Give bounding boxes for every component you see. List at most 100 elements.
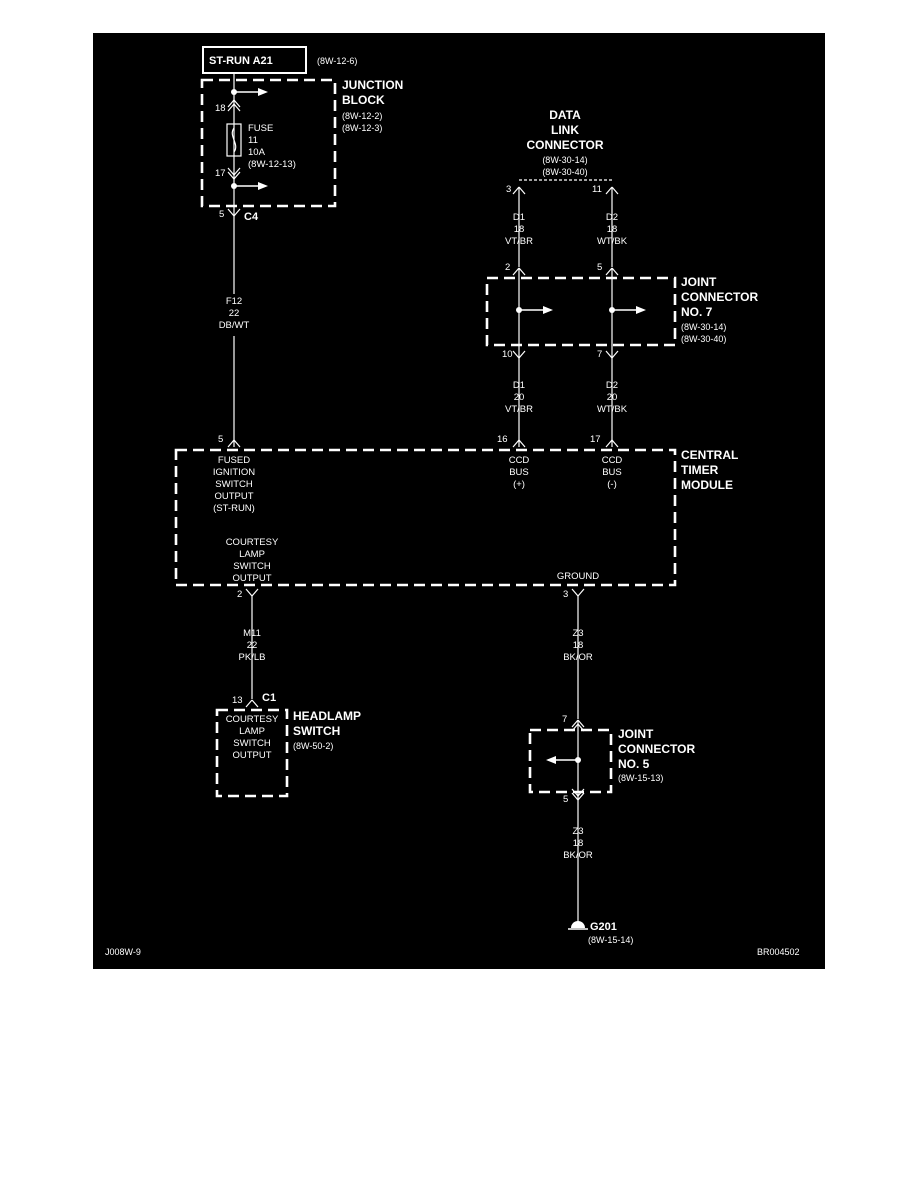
source-label: ST-RUN A21 bbox=[209, 55, 273, 67]
hs-title-1: HEADLAMP bbox=[293, 709, 361, 723]
splice-dot bbox=[231, 183, 237, 189]
jc7-pin-10: 10 bbox=[502, 349, 513, 360]
wire-d2-top-gauge: 18 bbox=[607, 224, 618, 235]
ground-point: G201 (8W-15-14) bbox=[568, 921, 633, 945]
headlamp-switch: 13 C1 COURTESY LAMP SWITCH OUTPUT HEADLA… bbox=[215, 692, 361, 798]
fuse-ref: (8W-12-13) bbox=[248, 159, 296, 170]
fuse-rating: 10A bbox=[248, 147, 266, 158]
wire-z3-bottom-color: BK/OR bbox=[563, 850, 593, 861]
splice-dot bbox=[516, 307, 522, 313]
jc7-pin-7: 7 bbox=[597, 349, 602, 360]
wire-z3-top-gauge: 18 bbox=[573, 640, 584, 651]
splice-dot bbox=[609, 307, 615, 313]
junction-block-ref-2: (8W-12-3) bbox=[342, 123, 382, 133]
jc7-title-1: JOINT bbox=[681, 275, 717, 289]
hs-title-2: SWITCH bbox=[293, 724, 340, 738]
dlc-pin-11: 11 bbox=[592, 184, 602, 195]
ground-label: G201 bbox=[590, 921, 617, 933]
ctm-pin-17: 17 bbox=[590, 434, 601, 445]
ground-icon bbox=[571, 921, 585, 928]
wire-m11-color: PK/LB bbox=[239, 652, 266, 663]
wire-m11-gauge: 22 bbox=[247, 640, 258, 651]
dlc-title-3: CONNECTOR bbox=[526, 138, 603, 152]
ctm-pin-5: 5 bbox=[218, 434, 223, 445]
junction-block-title-1: JUNCTION bbox=[342, 78, 403, 92]
ctm-courtesy-3: SWITCH bbox=[233, 561, 271, 572]
joint-connector-5: 7 5 JOINT CONNECTOR NO. 5 (8W-15-13) bbox=[528, 714, 695, 805]
wire-f12-code: F12 bbox=[226, 296, 242, 307]
wire-d1-top-color: VT/BR bbox=[505, 236, 533, 247]
ctm-ccd-plus-3: (+) bbox=[513, 479, 525, 490]
splice-dot bbox=[231, 89, 237, 95]
dlc-title-1: DATA bbox=[549, 108, 581, 122]
wire-f12-gauge: 22 bbox=[229, 308, 240, 319]
central-timer-module: CENTRAL TIMER MODULE 5 16 17 FUSED IGNIT… bbox=[174, 434, 738, 600]
jc5-title-1: JOINT bbox=[618, 727, 654, 741]
wire-d1-top-gauge: 18 bbox=[514, 224, 525, 235]
wire-d2-top-code: D2 bbox=[606, 212, 618, 223]
wire-m11-code: M11 bbox=[243, 628, 261, 639]
wire-z3-bottom-code: Z3 bbox=[572, 826, 583, 837]
hs-line-4: OUTPUT bbox=[232, 750, 271, 761]
footer-right-code: BR004502 bbox=[757, 947, 800, 957]
hs-line-2: LAMP bbox=[239, 726, 265, 737]
data-link-connector: DATA LINK CONNECTOR (8W-30-14) (8W-30-40… bbox=[506, 108, 619, 195]
ctm-fused-2: IGNITION bbox=[213, 467, 255, 478]
wire-d2-bottom-gauge: 20 bbox=[607, 392, 618, 403]
ctm-courtesy-4: OUTPUT bbox=[232, 573, 271, 584]
junction-block: JUNCTION BLOCK (8W-12-2) (8W-12-3) 18 FU… bbox=[200, 73, 403, 223]
jc5-title-2: CONNECTOR bbox=[618, 742, 695, 756]
hs-line-3: SWITCH bbox=[233, 738, 271, 749]
hs-ref: (8W-50-2) bbox=[293, 741, 333, 751]
wire-z3-bottom-gauge: 18 bbox=[573, 838, 584, 849]
jc7-ref-1: (8W-30-14) bbox=[681, 322, 726, 332]
wire-f12-color: DB/WT bbox=[219, 320, 250, 331]
fuse-icon bbox=[226, 123, 242, 157]
jc7-title-2: CONNECTOR bbox=[681, 290, 758, 304]
wire-d1-bottom-code: D1 bbox=[513, 380, 525, 391]
wire-d1-top-code: D1 bbox=[513, 212, 525, 223]
wire-d2-top-color: WT/BK bbox=[597, 236, 628, 247]
source-ref: (8W-12-6) bbox=[317, 56, 357, 66]
wire-d1-bottom-color: VT/BR bbox=[505, 404, 533, 415]
ctm-fused-4: OUTPUT bbox=[214, 491, 253, 502]
dlc-ref-1: (8W-30-14) bbox=[542, 155, 587, 165]
ctm-pin-16: 16 bbox=[497, 434, 508, 445]
fuse-label: FUSE bbox=[248, 123, 273, 134]
ctm-fused-3: SWITCH bbox=[215, 479, 253, 490]
ctm-title-3: MODULE bbox=[681, 478, 733, 492]
ctm-fused-1: FUSED bbox=[218, 455, 250, 466]
footer-left-code: J008W-9 bbox=[105, 947, 141, 957]
wire-d2-bottom-color: WT/BK bbox=[597, 404, 628, 415]
connector-c4: C4 bbox=[244, 211, 259, 223]
jc5-ref: (8W-15-13) bbox=[618, 773, 663, 783]
jc5-pin-7: 7 bbox=[562, 714, 567, 725]
dlc-pin-3: 3 bbox=[506, 184, 511, 195]
pin-5-c4: 5 bbox=[219, 209, 224, 220]
jc7-title-3: NO. 7 bbox=[681, 305, 713, 319]
ctm-ccd-minus-3: (-) bbox=[607, 479, 617, 490]
ctm-pin-2: 2 bbox=[237, 589, 242, 600]
pin-18: 18 bbox=[215, 103, 226, 114]
hs-pin-13: 13 bbox=[232, 695, 243, 706]
wire-d2-bottom-code: D2 bbox=[606, 380, 618, 391]
junction-block-ref-1: (8W-12-2) bbox=[342, 111, 382, 121]
joint-connector-7: 2 5 10 7 JOINT CONNECTOR NO. 7 (8W-30-14… bbox=[485, 262, 758, 360]
diagram-background bbox=[93, 33, 825, 969]
jc7-ref-2: (8W-30-40) bbox=[681, 334, 726, 344]
wire-d1-bottom-gauge: 20 bbox=[514, 392, 525, 403]
ctm-ground: GROUND bbox=[557, 571, 599, 582]
fuse-number: 11 bbox=[248, 135, 258, 146]
jc5-pin-5: 5 bbox=[563, 794, 568, 805]
junction-block-title-2: BLOCK bbox=[342, 93, 385, 107]
ctm-courtesy-1: COURTESY bbox=[226, 537, 279, 548]
ctm-title-1: CENTRAL bbox=[681, 448, 738, 462]
ctm-ccd-minus-1: CCD bbox=[602, 455, 623, 466]
dlc-title-2: LINK bbox=[551, 123, 579, 137]
jc7-pin-5: 5 bbox=[597, 262, 602, 273]
ground-ref: (8W-15-14) bbox=[588, 935, 633, 945]
ctm-courtesy-2: LAMP bbox=[239, 549, 265, 560]
ctm-pin-3: 3 bbox=[563, 589, 568, 600]
ctm-fused-5: (ST-RUN) bbox=[213, 503, 255, 514]
